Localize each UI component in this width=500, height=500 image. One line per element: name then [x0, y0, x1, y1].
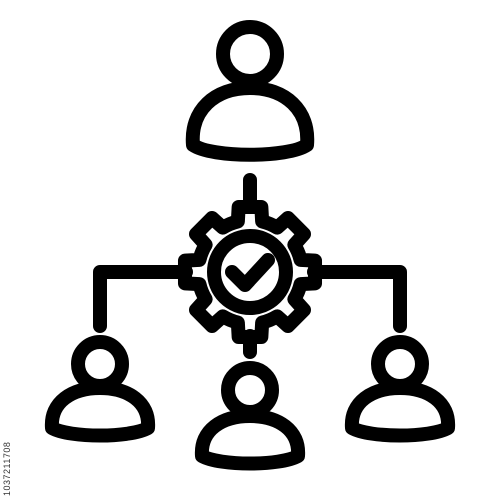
manager-head	[216, 20, 284, 88]
watermark-id-text: 1037211708	[2, 441, 12, 496]
check-icon	[225, 253, 275, 292]
person-icon	[344, 335, 456, 443]
gear-inner-ring	[207, 229, 293, 315]
person-icon	[44, 335, 156, 443]
person-body	[44, 381, 156, 443]
right-connector-line	[307, 265, 407, 333]
person-body	[344, 381, 456, 443]
person-body	[194, 409, 306, 471]
person-head	[221, 361, 279, 419]
person-icon	[194, 361, 306, 471]
gear-outline	[177, 199, 323, 345]
gear-icon	[177, 199, 323, 345]
manager-body	[185, 81, 315, 162]
left-connector-line	[93, 265, 193, 333]
person-head	[71, 335, 129, 393]
manager-person-icon	[185, 20, 315, 162]
person-head	[371, 335, 429, 393]
